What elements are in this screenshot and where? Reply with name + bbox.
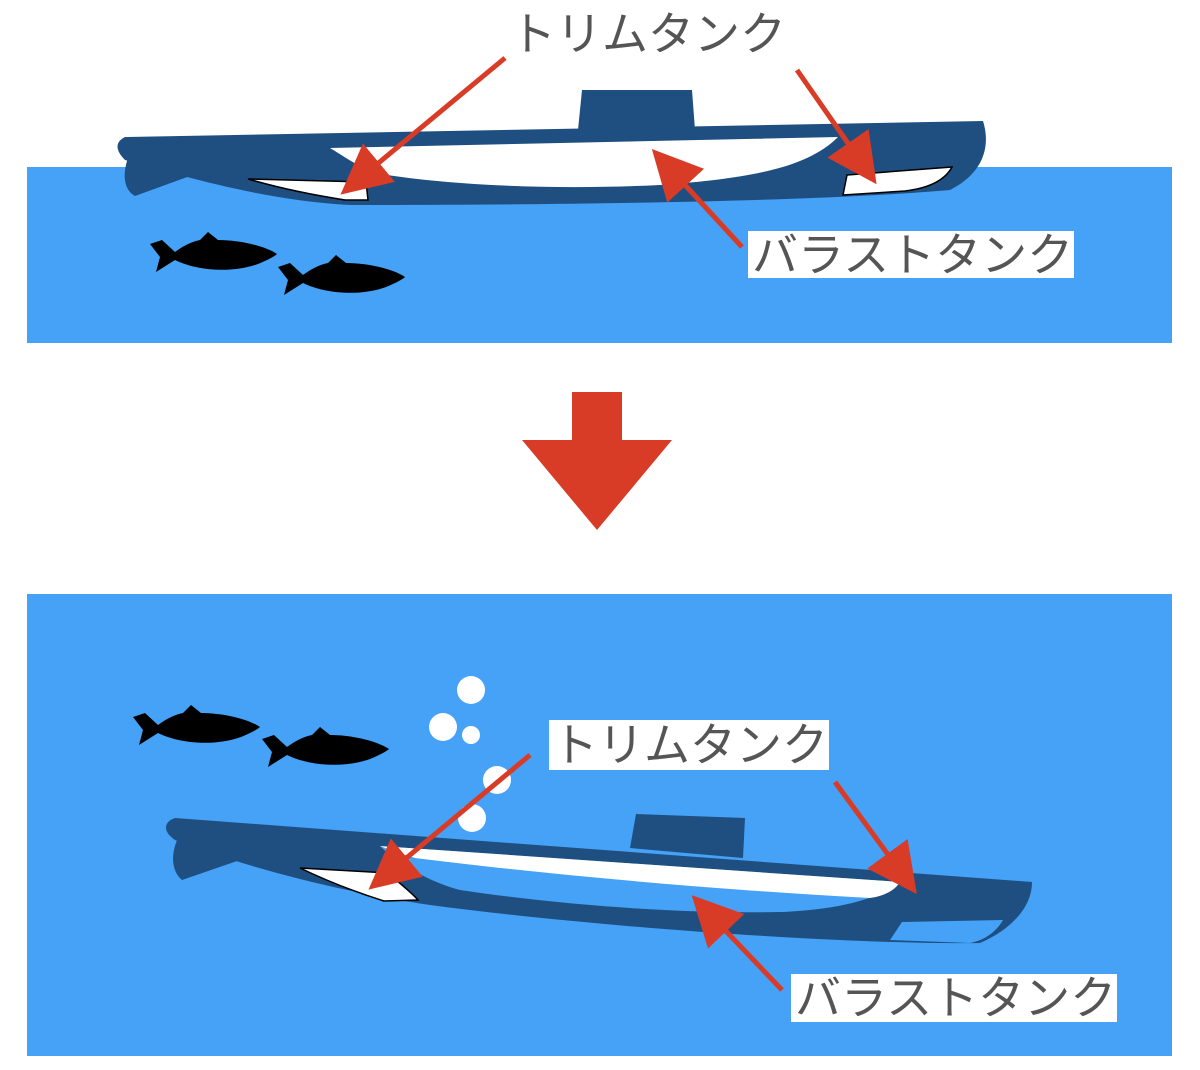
fish-icon (150, 232, 277, 272)
fish-icon (262, 727, 389, 767)
ballast-tank-label-bg-bottom (791, 974, 1117, 1022)
conning-tower (578, 90, 695, 130)
submarine-surfaced (117, 90, 986, 205)
trim-tank-label-top: トリムタンク (510, 7, 786, 61)
bubble-icon (457, 676, 485, 704)
trim-tank-aft (247, 178, 369, 201)
trim-tank-label-bg-bottom (549, 720, 829, 770)
arrow-trim-aft-top (340, 56, 507, 195)
fish-group-surfaced (150, 232, 405, 295)
fish-icon (133, 705, 260, 745)
arrow-ballast-bottom (691, 895, 784, 992)
ballast-tank-air-pocket (380, 846, 900, 898)
arrow-trim-aft-bottom (368, 753, 532, 890)
ballast-tank-label-top: バラストタンク (752, 228, 1073, 282)
arrow-ballast-top (651, 148, 744, 249)
ballast-tank-label-bottom: バラストタンク (795, 971, 1116, 1025)
bubble-icon (462, 726, 480, 744)
ballast-tank (330, 137, 838, 188)
submerged-panel: トリムタンク バラストタンク (27, 594, 1172, 1056)
trim-tank-label-bottom: トリムタンク (552, 718, 828, 772)
surfaced-panel: トリムタンク バラストタンク (27, 7, 1172, 343)
conning-tower (630, 814, 745, 858)
arrow-trim-fore-bottom (832, 780, 917, 895)
transition-down-arrow (522, 392, 672, 530)
bubble-icon (429, 713, 457, 741)
bubble-icon (458, 804, 486, 832)
fish-icon (278, 255, 405, 295)
fish-group-submerged (133, 705, 389, 767)
arrow-trim-fore-top (794, 68, 877, 185)
trim-tank-fore-flooded (890, 920, 1003, 943)
ballast-tank-label-bg-top (748, 231, 1074, 278)
